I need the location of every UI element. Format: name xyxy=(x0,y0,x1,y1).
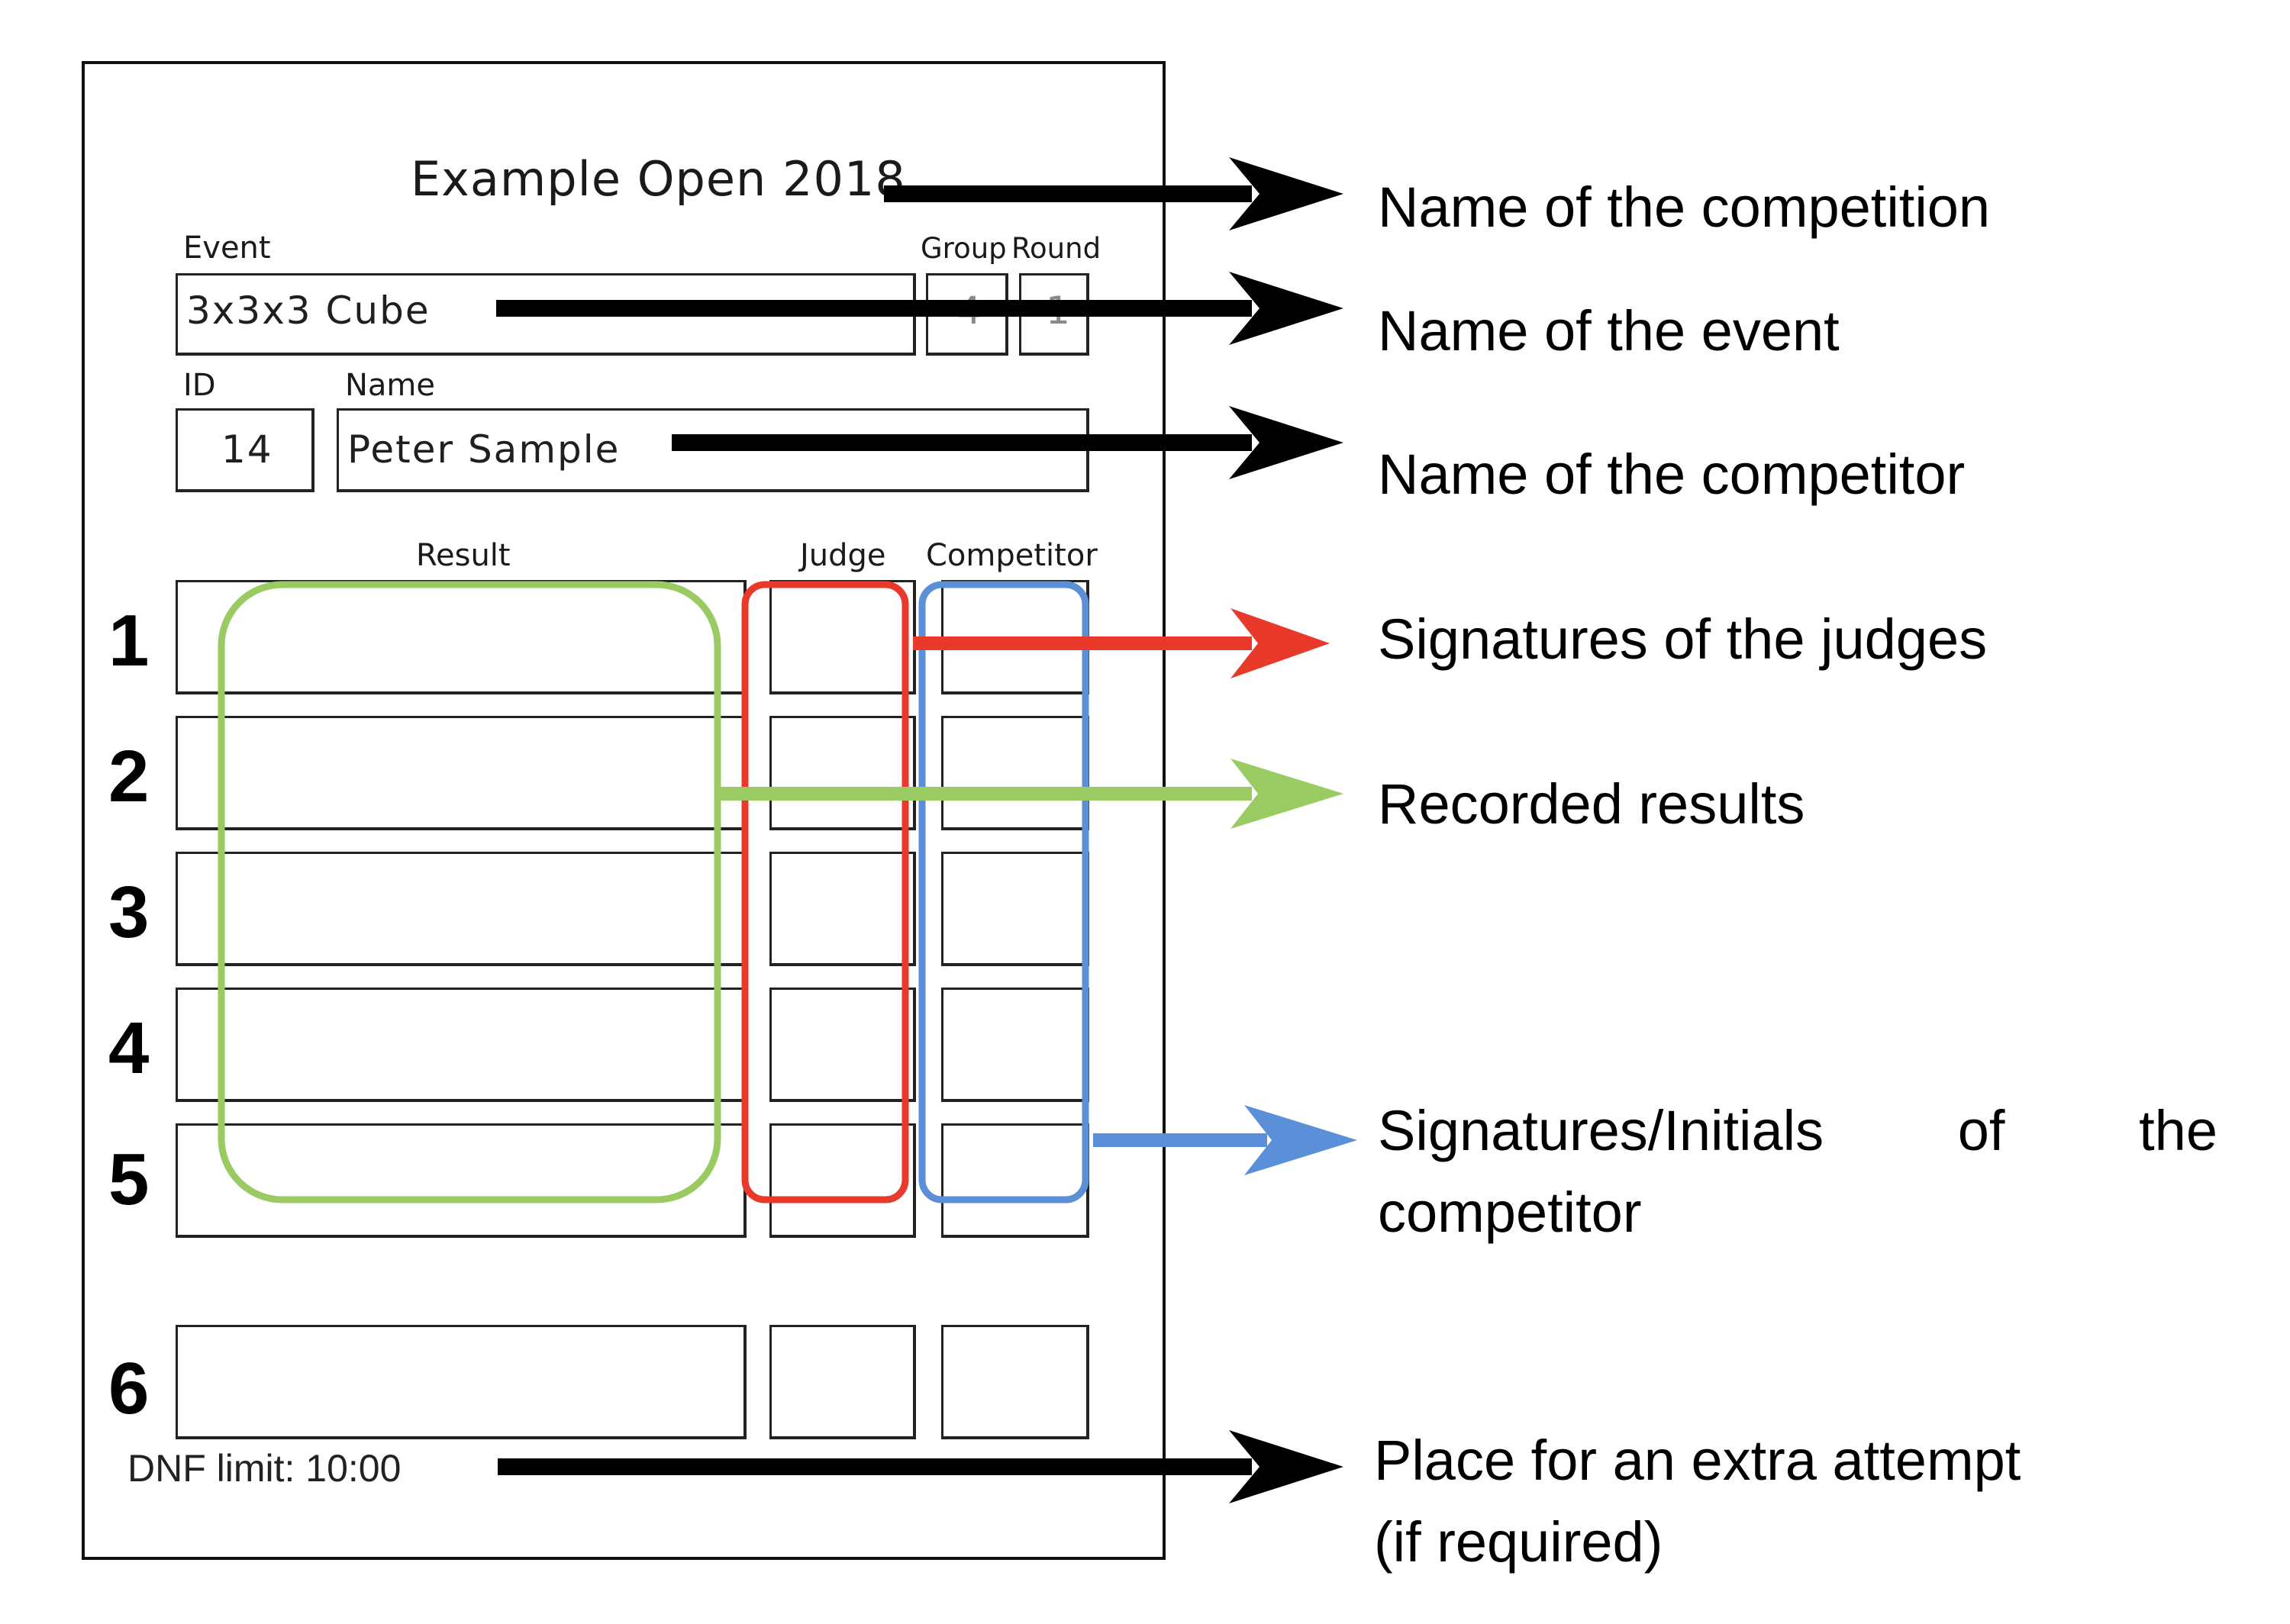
event-label: Event xyxy=(183,230,271,266)
judge-signature-cell xyxy=(769,1123,916,1238)
caption-competitor-signature-line2: competitor xyxy=(1378,1181,1642,1245)
caption-competition: Name of the competition xyxy=(1378,176,1991,239)
attempt-number: 1 xyxy=(108,600,150,682)
name-label: Name xyxy=(345,368,436,403)
competitor-signature-cell xyxy=(941,1325,1089,1439)
arrow-judges xyxy=(913,608,1330,678)
caption-word: Signatures/Initials xyxy=(1378,1099,1824,1162)
competitor-highlight-frame xyxy=(918,581,1089,1204)
attempt-number: 4 xyxy=(108,1007,150,1089)
result-header: Result xyxy=(416,538,511,573)
arrow-competition xyxy=(884,157,1343,230)
attempt-number: 6 xyxy=(108,1348,150,1429)
attempt-number: 5 xyxy=(108,1139,150,1220)
caption-extra-attempt-line2: (if required) xyxy=(1374,1510,1663,1574)
caption-results: Recorded results xyxy=(1378,772,1805,836)
result-cell xyxy=(176,1325,747,1439)
judge-signature-cell xyxy=(769,988,916,1102)
arrow-results xyxy=(721,759,1343,829)
judge-signature-cell xyxy=(769,852,916,966)
scorecard: Example Open 2018 Event Group Round 3x3x… xyxy=(108,151,1101,1490)
id-label: ID xyxy=(183,368,216,403)
event-value: 3x3x3 Cube xyxy=(186,288,431,333)
caption-word: the xyxy=(2139,1099,2217,1162)
competitor-header: Competitor xyxy=(926,538,1098,573)
caption-competitor-name: Name of the competitor xyxy=(1378,443,1966,506)
caption-extra-attempt-line1: Place for an extra attempt xyxy=(1374,1429,2021,1492)
caption-judges: Signatures of the judges xyxy=(1378,607,1988,671)
judge-signature-cell xyxy=(769,1325,916,1439)
judge-highlight-frame xyxy=(741,581,909,1204)
judge-header: Judge xyxy=(800,538,886,573)
caption-competitor-signature: Signatures/Initials of the competitor xyxy=(1378,1090,2217,1254)
caption-competitor-signature-line1: Signatures/Initials of the xyxy=(1378,1090,2217,1171)
dnf-limit: DNF limit: 10:00 xyxy=(127,1447,402,1490)
arrow-competitor-signature xyxy=(1093,1105,1357,1175)
competition-title: Example Open 2018 xyxy=(411,151,906,207)
id-value: 14 xyxy=(221,427,273,472)
attempt-number: 3 xyxy=(108,872,150,953)
id-field xyxy=(176,408,314,492)
caption-extra-attempt: Place for an extra attempt (if required) xyxy=(1374,1419,2021,1584)
judge-signature-cell xyxy=(769,716,916,830)
results-highlight-frame xyxy=(218,581,721,1204)
arrow-competitor-name xyxy=(672,406,1343,479)
round-label: Round xyxy=(1011,232,1101,265)
arrow-extra-attempt xyxy=(498,1430,1343,1503)
caption-word: of xyxy=(1957,1099,2005,1162)
group-label: Group xyxy=(921,232,1007,265)
name-value: Peter Sample xyxy=(347,427,621,472)
arrow-event xyxy=(496,272,1343,345)
attempt-number: 2 xyxy=(108,736,150,817)
caption-event: Name of the event xyxy=(1378,299,1840,362)
